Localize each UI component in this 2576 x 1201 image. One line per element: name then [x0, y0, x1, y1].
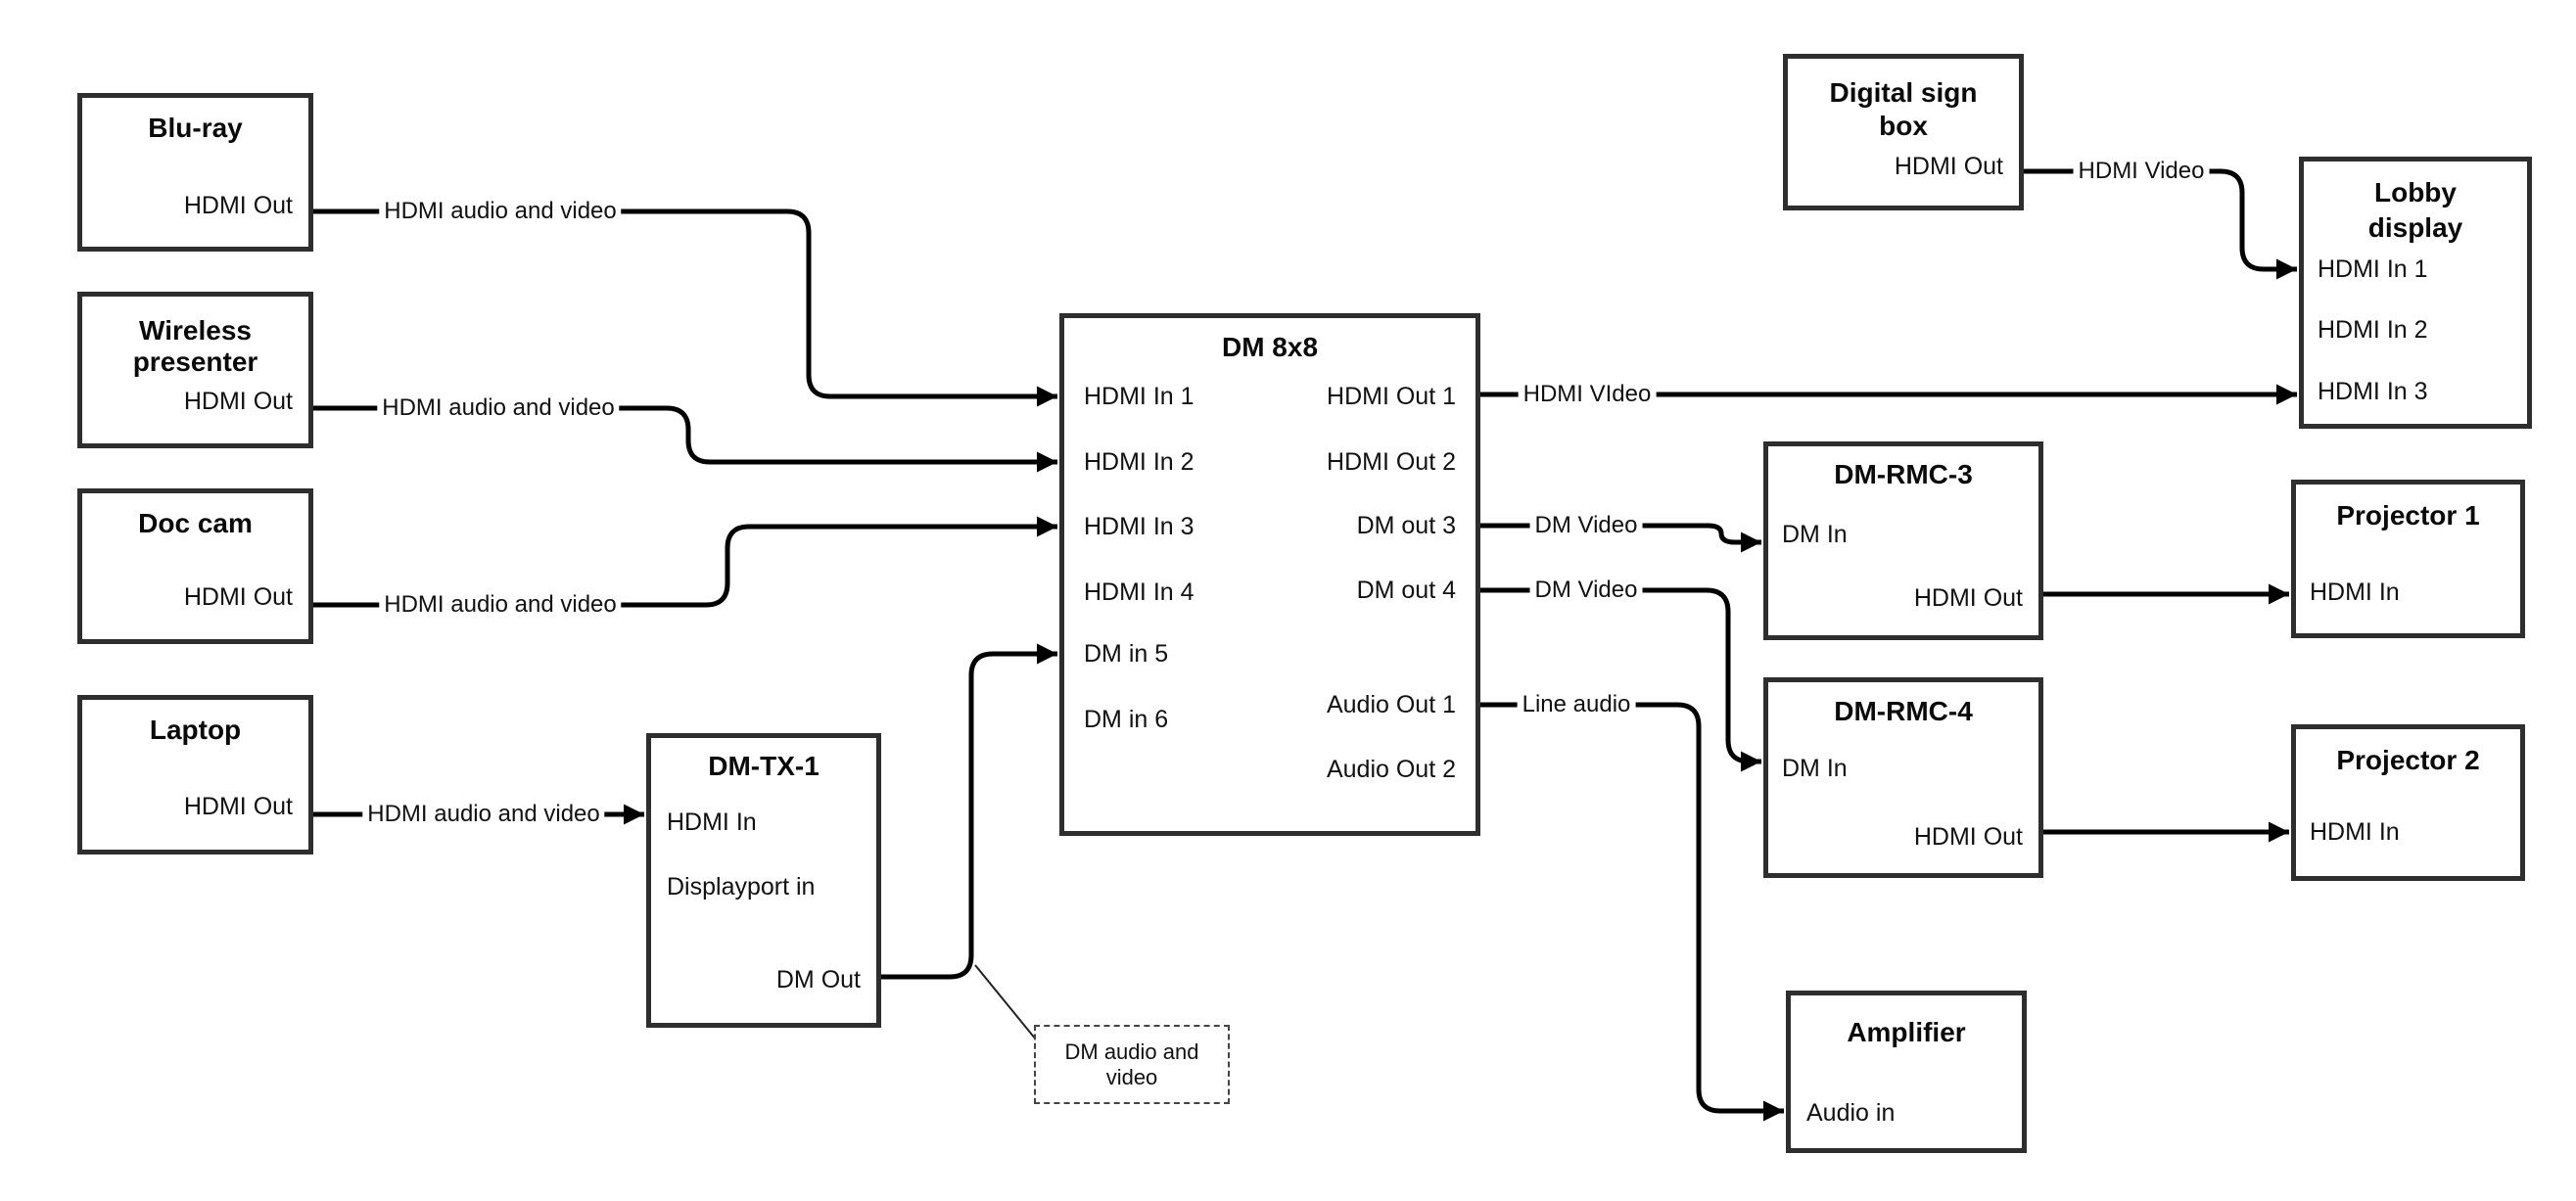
node-projector-1: Projector 1 HDMI In: [2291, 480, 2525, 638]
wire-label-audio-out1: Line audio: [1517, 690, 1636, 719]
port-doccam-hdmi-out: HDMI Out: [183, 583, 293, 611]
node-dm-rmc-3: DM-RMC-3 DM In HDMI Out: [1763, 441, 2043, 640]
port-dmtx1-hdmi-in: HDMI In: [667, 808, 757, 836]
wire-bluray-to-dm8x8-in1: [313, 208, 1057, 407]
node-dm-tx-1: DM-TX-1 HDMI In Displayport in DM Out: [646, 733, 881, 1028]
port-rmc4-hdmi-out: HDMI Out: [1913, 823, 2023, 851]
annotation-dm-audio-video: DM audio and video: [1034, 1025, 1230, 1104]
port-dm8x8-dm-out-3: DM out 3: [1356, 512, 1456, 539]
port-dm8x8-audio-out-2: Audio Out 2: [1326, 756, 1456, 783]
wire-doccam-to-dm8x8-in3: [313, 516, 1057, 608]
node-title: Blu-ray: [148, 113, 243, 143]
node-laptop: Laptop HDMI Out: [77, 695, 313, 855]
wire-label-signbox: HDMI Video: [2073, 157, 2210, 186]
node-lobby-display: Lobby display HDMI In 1 HDMI In 2 HDMI I…: [2299, 157, 2532, 429]
annotation-text: DM audio and video: [1064, 1039, 1199, 1089]
port-dm8x8-hdmi-in-4: HDMI In 4: [1084, 578, 1194, 606]
node-title: DM-RMC-4: [1834, 696, 1973, 726]
wire-label-hdmi-out1: HDMI VIdeo: [1518, 380, 1657, 409]
node-amplifier: Amplifier Audio in: [1786, 991, 2027, 1153]
port-rmc4-dm-in: DM In: [1782, 755, 1848, 782]
node-title: Projector 1: [2336, 500, 2480, 531]
port-proj1-hdmi-in: HDMI In: [2310, 578, 2400, 606]
port-dmtx1-displayport-in: Displayport in: [667, 873, 816, 901]
wire-label-wireless: HDMI audio and video: [377, 393, 620, 423]
node-title: Digital sign box: [1829, 77, 1978, 141]
port-dm8x8-hdmi-in-1: HDMI In 1: [1084, 383, 1194, 410]
port-laptop-hdmi-out: HDMI Out: [183, 793, 293, 820]
wire-signbox-to-lobby-in1: [2024, 168, 2297, 280]
node-wireless-presenter: Wireless presenter HDMI Out: [77, 292, 313, 448]
node-title: DM-TX-1: [708, 751, 820, 781]
port-dm8x8-hdmi-out-2: HDMI Out 2: [1327, 448, 1456, 476]
port-dm8x8-hdmi-in-2: HDMI In 2: [1084, 448, 1194, 476]
node-doc-cam: Doc cam HDMI Out: [77, 488, 313, 644]
wire-dmtx1-to-dm8x8-in5: [881, 643, 1057, 980]
port-dm8x8-dm-in-6: DM in 6: [1084, 706, 1169, 733]
wire-dm8x8-out4-to-rmc4: [1480, 587, 1761, 772]
port-amp-audio-in: Audio in: [1806, 1099, 1896, 1127]
node-title: DM 8x8: [1221, 332, 1319, 362]
wire-label-bluray: HDMI audio and video: [379, 197, 622, 226]
port-dm8x8-dm-in-5: DM in 5: [1084, 640, 1169, 668]
wire-label-laptop: HDMI audio and video: [362, 800, 605, 829]
port-dmtx1-dm-out: DM Out: [775, 966, 861, 993]
wire-wireless-to-dm8x8-in2: [313, 405, 1057, 473]
node-title: Amplifier: [1847, 1017, 1966, 1047]
node-title: Lobby display: [2367, 177, 2463, 243]
port-dm8x8-hdmi-in-3: HDMI In 3: [1084, 513, 1194, 540]
port-lobby-hdmi-in-3: HDMI In 3: [2318, 378, 2428, 405]
node-projector-2: Projector 2 HDMI In: [2291, 724, 2525, 881]
node-title: Projector 2: [2336, 745, 2480, 775]
node-title: Wireless presenter: [132, 315, 258, 377]
port-rmc3-dm-in: DM In: [1782, 521, 1848, 548]
wire-dm8x8-out3-to-rmc3: [1480, 523, 1761, 553]
node-bluray: Blu-ray HDMI Out: [77, 93, 313, 252]
wire-dm8x8-audio1-to-amp: [1480, 702, 1784, 1122]
port-lobby-hdmi-in-1: HDMI In 1: [2318, 255, 2428, 283]
wire-label-doccam: HDMI audio and video: [379, 590, 622, 620]
port-dm8x8-hdmi-out-1: HDMI Out 1: [1327, 383, 1456, 410]
port-wireless-hdmi-out: HDMI Out: [183, 388, 293, 415]
port-dm8x8-dm-out-4: DM out 4: [1356, 577, 1456, 604]
wire-label-dm-out3: DM Video: [1529, 511, 1643, 540]
port-bluray-hdmi-out: HDMI Out: [183, 192, 293, 219]
node-dm-rmc-4: DM-RMC-4 DM In HDMI Out: [1763, 677, 2043, 878]
port-lobby-hdmi-in-2: HDMI In 2: [2318, 316, 2428, 344]
node-digital-sign-box: Digital sign box HDMI Out: [1783, 54, 2024, 210]
port-dm8x8-audio-out-1: Audio Out 1: [1326, 691, 1456, 718]
node-title: DM-RMC-3: [1834, 459, 1973, 489]
node-title: Laptop: [149, 715, 242, 745]
annotation-leader-line: [974, 964, 1037, 1040]
node-title: Doc cam: [138, 508, 253, 538]
node-dm-8x8-switcher: DM 8x8 HDMI In 1 HDMI In 2 HDMI In 3 HDM…: [1059, 313, 1480, 836]
port-proj2-hdmi-in: HDMI In: [2310, 818, 2400, 846]
wire-label-dm-out4: DM Video: [1529, 576, 1643, 605]
port-rmc3-hdmi-out: HDMI Out: [1913, 584, 2023, 612]
port-signbox-hdmi-out: HDMI Out: [1894, 153, 2003, 180]
